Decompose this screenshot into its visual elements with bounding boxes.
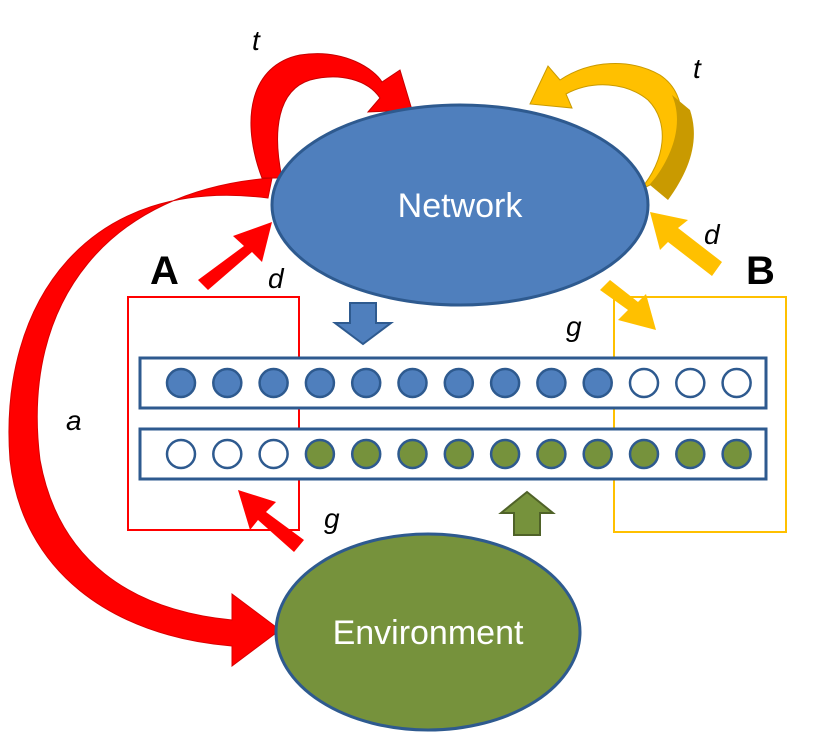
environment-state-circle-green [304,438,336,470]
panel-label-a: A [150,249,179,293]
red-arc-network-to-environment [8,177,281,667]
yellow-loop-shadow [650,95,694,200]
environment-state-circle-green [536,438,567,470]
environment-state-circle-green [443,438,475,470]
network-state-circle-blue [582,367,613,399]
network-state-circle-blue [536,367,567,399]
region-a-box [127,296,300,531]
environment-state-circle-green [675,438,706,470]
network-label: Network [398,187,524,225]
network-state-circle-blue [397,367,428,399]
label-yellow-top-t: t [693,53,702,84]
network-state-circle-blue [304,367,336,399]
label-yellow-d: d [704,219,721,250]
environment-state-circle-green [350,438,382,470]
network-state-circle-blue [350,367,382,399]
environment-state-circle-green [397,438,428,470]
environment-node [274,532,582,732]
yellow-arrow-b-to-network [650,212,722,276]
blue-arrow-down [332,302,394,346]
network-state-circle-empty [628,367,660,399]
label-red-d: d [268,263,285,294]
panel-label-b: B [746,249,775,293]
network-state-circle-blue [258,367,289,399]
yellow-loop-arrow [529,63,682,191]
environment-state-circle-green [628,438,660,470]
environment-state-circle-empty [212,438,243,470]
region-b-box [613,296,787,533]
environment-label: Environment [333,614,524,652]
environment-state-circle-green [582,438,613,470]
label-yellow-g: g [566,311,582,342]
environment-state-circle-empty [258,438,289,470]
network-node [270,103,650,307]
network-state-circle-blue [212,367,243,399]
network-state-circle-empty [675,367,706,399]
network-state-circle-blue [443,367,475,399]
green-arrow-up [498,490,556,536]
label-red-a: a [66,405,82,436]
red-arrow-a-to-network [198,222,272,290]
network-state-circle-blue [489,367,521,399]
environment-state-circle-empty [165,438,197,470]
environment-state-circle-green [489,438,521,470]
network-state-circle-blue [165,367,197,399]
label-red-top-t: t [252,25,261,56]
environment-state-row [165,438,752,470]
red-arrow-environment-to-a [238,490,304,552]
label-red-g: g [324,503,340,534]
yellow-arrow-network-to-b [600,280,656,330]
network-state-circle-empty [721,367,752,399]
network-state-row [165,367,752,399]
environment-state-circle-green [721,438,752,470]
